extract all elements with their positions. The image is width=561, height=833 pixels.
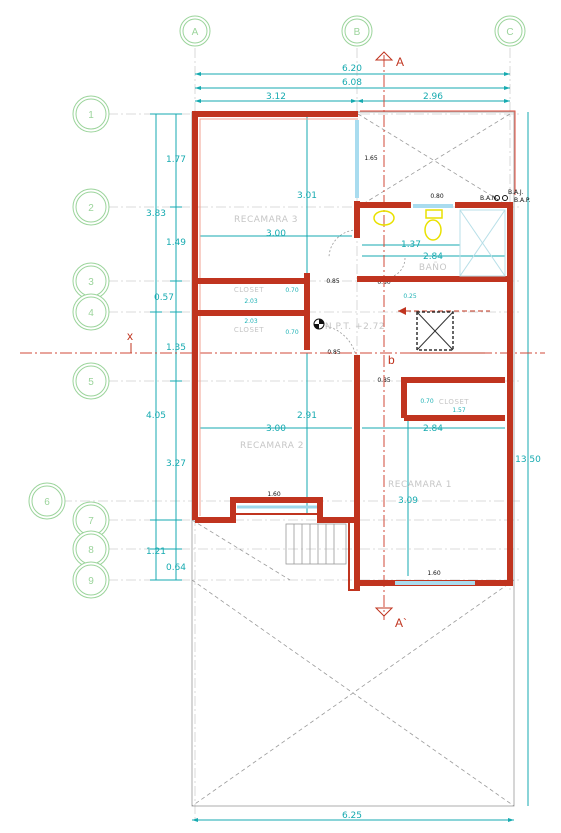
axis-bubble-b: B — [341, 15, 373, 47]
section-x-label: x — [127, 329, 133, 343]
axis-bubble-1: 1 — [72, 95, 110, 133]
axis-label-7: 7 — [88, 516, 94, 527]
axis-bubble-4: 4 — [72, 293, 110, 331]
bathroom-fixtures: B.A.J. B.A.N. B.A.P. — [313, 189, 531, 351]
axis-label-b: B — [354, 27, 361, 38]
dim-left-5-7: 3.27 — [166, 459, 186, 469]
dim-left-2-3: 1.49 — [166, 238, 186, 248]
dim-closet-h2: 0.70 — [285, 329, 299, 336]
axis-label-a: A — [192, 27, 199, 38]
axis-label-c: C — [506, 27, 513, 38]
sink-icon — [373, 210, 395, 226]
dim-left-3-4: 0.57 — [154, 293, 174, 303]
section-a-label: A — [396, 55, 404, 69]
room-labels: RECAMARA 3 RECAMARA 2 RECAMARA 1 BAÑO CL… — [234, 215, 469, 490]
dim-door-1: 0.85 — [326, 278, 340, 285]
dim-rec2-width: 3.00 — [266, 424, 286, 434]
dim-small: 0.25 — [403, 293, 417, 300]
dim-bath-width1: 1.37 — [401, 240, 421, 250]
dim-bottom-total: 6.25 — [342, 811, 362, 821]
room-label-closet2: CLOSET — [234, 326, 264, 334]
room-label-closet3: CLOSET — [439, 398, 469, 406]
dim-closet-w2: 2.03 — [244, 318, 258, 325]
dim-rec2-height: 2.91 — [297, 411, 317, 421]
room-label-recamara1: RECAMARA 1 — [388, 480, 452, 490]
axis-label-5: 5 — [88, 377, 94, 388]
dim-left-4-5: 1.35 — [166, 343, 186, 353]
axis-bubble-c: C — [494, 15, 526, 47]
grid-axes: A B C 1 2 3 4 5 — [28, 15, 526, 820]
dim-closet-w1: 2.03 — [244, 298, 258, 305]
axis-label-9: 9 — [88, 576, 94, 587]
dim-left-7-8: 1.21 — [146, 547, 166, 557]
dim-hall-window: 1.65 — [364, 155, 378, 162]
dim-window-left: 1.60 — [267, 491, 281, 498]
walls — [192, 110, 516, 591]
axis-label-4: 4 — [88, 308, 94, 319]
dim-left-upper-total: 3.83 — [146, 209, 166, 219]
label-bap: B.A.P. — [514, 197, 531, 204]
dim-top-overall: 6.20 — [342, 64, 362, 74]
axis-bubble-8: 8 — [72, 530, 110, 568]
dim-top-inner: 6.08 — [342, 78, 362, 88]
dim-bath-window: 0.80 — [430, 193, 444, 200]
dim-right-total: 13.50 — [515, 455, 541, 465]
dim-closet3-h: 0.70 — [420, 398, 434, 405]
axis-bubble-5: 5 — [72, 362, 110, 400]
dim-left-1-2: 1.77 — [166, 155, 186, 165]
dim-rec1-height: 3.09 — [398, 496, 418, 506]
dim-closet3-w: 1.57 — [452, 407, 466, 414]
level-label: N.P.T. +2.72 — [325, 322, 385, 332]
axis-bubble-3: 3 — [72, 262, 110, 300]
axis-bubble-6: 6 — [28, 482, 66, 520]
shower-icon — [459, 209, 506, 277]
dim-left-8-9: 0.64 — [166, 563, 186, 573]
toilet-icon — [425, 209, 443, 219]
label-baj: B.A.J. — [508, 189, 524, 196]
dim-rec3-height: 3.01 — [297, 191, 317, 201]
axis-label-6: 6 — [44, 497, 50, 508]
bajante-icon — [494, 195, 500, 201]
lot-outline — [191, 111, 515, 807]
dim-top-right: 2.96 — [423, 92, 443, 102]
dim-rec3-width: 3.00 — [266, 229, 286, 239]
room-label-recamara3: RECAMARA 3 — [234, 215, 298, 225]
room-label-bano: BAÑO — [419, 262, 447, 273]
dim-top-left: 3.12 — [266, 92, 286, 102]
axis-label-3: 3 — [88, 277, 94, 288]
axis-bubble-2: 2 — [72, 188, 110, 226]
section-a-prime-label: A` — [395, 616, 407, 630]
room-label-recamara2: RECAMARA 2 — [240, 441, 304, 451]
axis-label-1: 1 — [88, 110, 94, 121]
axis-bubble-a: A — [179, 15, 211, 47]
room-label-closet1: CLOSET — [234, 286, 264, 294]
skylight-icon — [416, 311, 454, 351]
section-lines: A A` b x — [20, 51, 545, 630]
section-b-label: b — [388, 353, 395, 367]
dim-bath-width2: 2.84 — [423, 252, 443, 262]
axis-label-2: 2 — [88, 203, 94, 214]
dim-rec1-width: 2.84 — [423, 424, 443, 434]
dim-closet-h1: 0.70 — [285, 287, 299, 294]
dim-window-right: 1.60 — [427, 570, 441, 577]
dim-left-lower-total: 4.05 — [146, 411, 166, 421]
axis-label-8: 8 — [88, 545, 94, 556]
dimensions: 6.20 6.08 3.12 2.96 1.77 3.83 1.49 0.57 … — [146, 64, 541, 822]
axis-bubble-9: 9 — [72, 561, 110, 599]
label-ban: B.A.N. — [480, 195, 498, 202]
dim-door-3: 0.85 — [327, 349, 341, 356]
